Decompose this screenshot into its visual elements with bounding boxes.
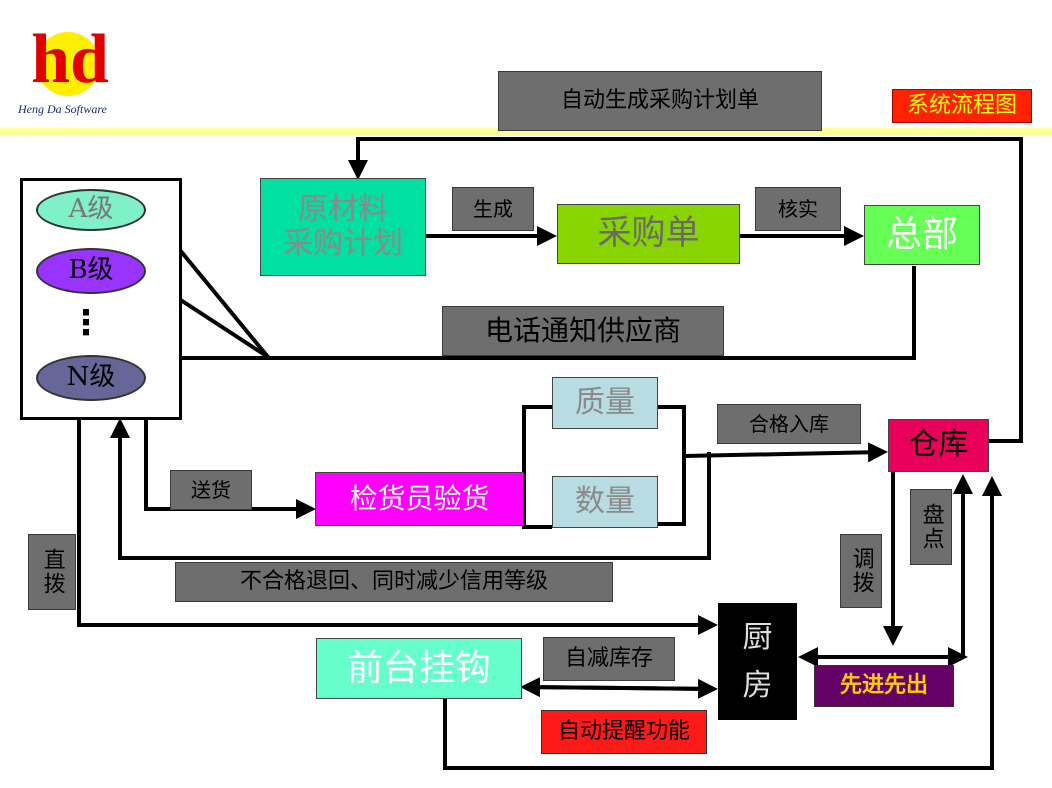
node-inspector: 检货员验货 xyxy=(315,472,524,526)
label-generate: 生成 xyxy=(452,187,534,231)
header-rule xyxy=(0,128,1052,136)
label-deliver: 送货 xyxy=(170,470,252,510)
company-logo: hd Heng Da Software xyxy=(18,14,128,124)
label-auto-plan: 自动生成采购计划单 xyxy=(498,71,822,131)
arrow-deliver xyxy=(144,420,316,519)
node-quantity: 数量 xyxy=(552,476,658,528)
loop-warehouse-to-plan xyxy=(348,137,1023,443)
logo-mark: hd xyxy=(26,18,114,100)
level-dots: ⋮ xyxy=(69,303,103,344)
label-reject: 不合格退回、同时减少信用等级 xyxy=(175,562,613,602)
level-a: A级 xyxy=(36,189,146,231)
svg-text:hd: hd xyxy=(31,21,109,98)
node-kitchen: 厨 房 xyxy=(718,603,797,720)
label-fifo: 先进先出 xyxy=(814,665,954,707)
node-front-desk: 前台挂钩 xyxy=(316,638,522,699)
label-auto-reduce: 自减库存 xyxy=(543,637,675,681)
title-badge: 系统流程图 xyxy=(892,89,1032,123)
arrow-hq-to-levels xyxy=(146,266,916,368)
label-verify: 核实 xyxy=(755,187,841,231)
label-auto-remind: 自动提醒功能 xyxy=(541,710,707,754)
node-raw-plan: 原材料 采购计划 xyxy=(260,178,426,276)
label-inventory: 盘点 xyxy=(910,489,952,565)
node-hq: 总部 xyxy=(864,205,980,265)
node-purchase-order: 采购单 xyxy=(557,204,740,264)
bracket-left xyxy=(522,405,552,500)
arrow-front-loop xyxy=(443,476,1002,770)
node-quality: 质量 xyxy=(552,377,658,429)
bracket-right xyxy=(658,405,686,526)
arrow-reject xyxy=(110,418,711,560)
level-b: B级 xyxy=(36,248,146,294)
arrow-qualified xyxy=(683,442,888,463)
label-qualified: 合格入库 xyxy=(717,404,861,444)
label-notify-supplier: 电话通知供应商 xyxy=(442,306,724,356)
arrow-direct xyxy=(77,420,718,635)
node-warehouse: 仓库 xyxy=(888,419,989,472)
label-transfer: 调拨 xyxy=(840,534,882,608)
bracket-left-b xyxy=(522,500,552,529)
label-direct: 直拨 xyxy=(28,534,76,610)
logo-subtitle: Heng Da Software xyxy=(18,102,107,116)
arrow-kitchen-to-front xyxy=(520,677,715,698)
level-n: N级 xyxy=(36,355,146,401)
